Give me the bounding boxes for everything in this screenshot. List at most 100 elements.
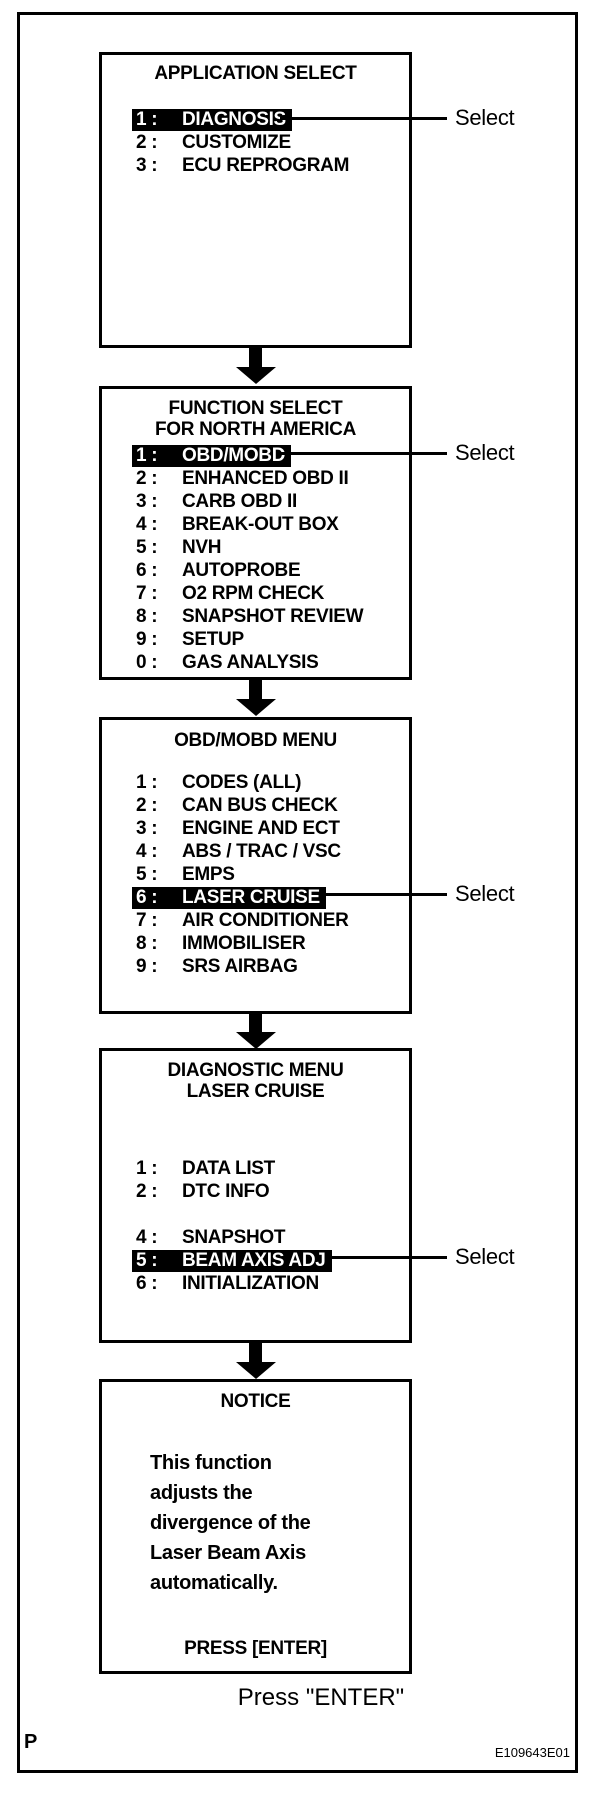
callout-leader-line: [330, 1255, 447, 1259]
selected-menu-item: 5 :BEAM AXIS ADJ: [132, 1249, 332, 1272]
screen-title-line: OBD/MOBD MENU: [174, 730, 337, 751]
screen-title-line: APPLICATION SELECT: [154, 63, 357, 84]
menu-item-autoprobe: 6 :AUTOPROBE: [136, 559, 301, 581]
screen-title: NOTICE: [102, 1391, 409, 1412]
menu-item-label: ABS / TRAC / VSC: [182, 840, 341, 862]
menu-item-ecu-reprogram: 3 :ECU REPROGRAM: [136, 154, 350, 176]
screen-title: APPLICATION SELECT: [102, 63, 409, 84]
selected-menu-item: 1 :OBD/MOBD: [132, 444, 292, 467]
menu-item-label: CUSTOMIZE: [182, 131, 291, 153]
screen-notice: NOTICE This function adjusts the diverge…: [99, 1379, 412, 1674]
menu-item-label: EMPS: [182, 863, 235, 885]
menu-item-label: NVH: [182, 536, 222, 558]
menu-item-codes-all: 1 :CODES (ALL): [136, 771, 302, 793]
menu-list: 1 :DIAGNOSIS 2 :CUSTOMIZE 3 :ECU REPROGR…: [102, 108, 409, 177]
menu-item-immobiliser: 8 :IMMOBILISER: [136, 932, 306, 954]
callout-select-label: Select: [455, 105, 515, 130]
down-arrow-icon: [235, 1342, 276, 1379]
menu-item-break-out-box: 4 :BREAK-OUT BOX: [136, 513, 339, 535]
screen-title-line: FOR NORTH AMERICA: [154, 419, 357, 440]
menu-item-label: DIAGNOSIS: [182, 108, 286, 130]
menu-item-obd-mobd: 1 :OBD/MOBD: [132, 444, 409, 467]
menu-item-carb-obd-ii: 3 :CARB OBD II: [136, 490, 297, 512]
notice-body-line: divergence of the: [150, 1512, 311, 1534]
screen-diagnostic-menu-laser-cruise: DIAGNOSTIC MENU LASER CRUISE 1 :DATA LIS…: [99, 1048, 412, 1343]
menu-item-label: SETUP: [182, 628, 244, 650]
menu-item-label: CAN BUS CHECK: [182, 794, 338, 816]
page-marker: P: [24, 1731, 38, 1753]
menu-item-label: SNAPSHOT: [182, 1226, 286, 1248]
menu-item-label: LASER CRUISE: [182, 886, 320, 908]
menu-item-diagnosis: 1 :DIAGNOSIS: [132, 108, 409, 131]
selected-menu-item: 1 :DIAGNOSIS: [132, 108, 292, 131]
notice-body-line: This function: [150, 1452, 272, 1474]
callout-select-beam-axis-adj: Select: [330, 1244, 515, 1269]
menu-item-engine-and-ect: 3 :ENGINE AND ECT: [136, 817, 340, 839]
menu-item-dtc-info: 2 :DTC INFO: [136, 1180, 270, 1202]
menu-item-initialization: 6 :INITIALIZATION: [136, 1272, 319, 1294]
screen-application-select: APPLICATION SELECT 1 :DIAGNOSIS 2 :CUSTO…: [99, 52, 412, 348]
callout-select-label: Select: [455, 881, 515, 906]
menu-item-label: ENGINE AND ECT: [182, 817, 340, 839]
menu-item-setup: 9 :SETUP: [136, 628, 244, 650]
menu-item-o2-rpm-check: 7 :O2 RPM CHECK: [136, 582, 325, 604]
press-enter-instruction: PRESS [ENTER]: [184, 1638, 327, 1659]
menu-item-label: BREAK-OUT BOX: [182, 513, 339, 535]
notice-body-line: Laser Beam Axis: [150, 1542, 306, 1564]
callout-select-diagnosis: Select: [280, 105, 515, 130]
selected-menu-item: 6 :LASER CRUISE: [132, 886, 326, 909]
menu-item-label: SNAPSHOT REVIEW: [182, 605, 364, 627]
press-enter-caption: Press "ENTER": [237, 1684, 405, 1711]
notice-body-line: adjusts the: [150, 1482, 253, 1504]
menu-item-label: IMMOBILISER: [182, 932, 306, 954]
menu-item-gas-analysis: 0 :GAS ANALYSIS: [136, 651, 319, 673]
down-arrow-icon: [235, 1012, 276, 1049]
screen-title: OBD/MOBD MENU: [102, 730, 409, 751]
menu-item-label: CARB OBD II: [182, 490, 297, 512]
callout-select-label: Select: [455, 1244, 515, 1269]
menu-item-snapshot-review: 8 :SNAPSHOT REVIEW: [136, 605, 364, 627]
screen-title-line: FUNCTION SELECT: [168, 398, 343, 419]
menu-item-spacer: [132, 1203, 409, 1226]
callout-leader-line: [325, 892, 447, 896]
menu-item-data-list: 1 :DATA LIST: [136, 1157, 275, 1179]
menu-item-label: DTC INFO: [182, 1180, 270, 1202]
menu-item-label: O2 RPM CHECK: [182, 582, 325, 604]
notice-body-line: automatically.: [150, 1572, 278, 1594]
down-arrow-icon: [235, 679, 276, 716]
menu-item-laser-cruise: 6 :LASER CRUISE: [132, 886, 409, 909]
figure-id: E109643E01: [494, 1745, 570, 1760]
menu-item-label: DATA LIST: [182, 1157, 275, 1179]
callout-leader-line: [280, 451, 447, 455]
menu-item-label: AIR CONDITIONER: [182, 909, 349, 931]
screen-title-line: DIAGNOSTIC MENU: [167, 1060, 344, 1081]
menu-item-abs-trac-vsc: 4 :ABS / TRAC / VSC: [136, 840, 341, 862]
menu-item-beam-axis-adj: 5 :BEAM AXIS ADJ: [132, 1249, 409, 1272]
menu-item-label: AUTOPROBE: [182, 559, 301, 581]
screen-function-select: FUNCTION SELECT FOR NORTH AMERICA 1 :OBD…: [99, 386, 412, 680]
menu-item-can-bus-check: 2 :CAN BUS CHECK: [136, 794, 338, 816]
menu-item-customize: 2 :CUSTOMIZE: [136, 131, 291, 153]
screen-obd-mobd-menu: OBD/MOBD MENU 1 :CODES (ALL) 2 :CAN BUS …: [99, 717, 412, 1014]
screen-title: DIAGNOSTIC MENU LASER CRUISE: [102, 1060, 409, 1102]
screen-title-line: NOTICE: [220, 1391, 291, 1412]
menu-item-label: INITIALIZATION: [182, 1272, 319, 1294]
menu-item-label: BEAM AXIS ADJ: [182, 1249, 326, 1271]
callout-select-obd-mobd: Select: [280, 440, 515, 465]
menu-item-nvh: 5 :NVH: [136, 536, 222, 558]
menu-item-emps: 5 :EMPS: [136, 863, 235, 885]
menu-list: 1 :DATA LIST 2 :DTC INFO 4 :SNAPSHOT 5 :…: [102, 1157, 409, 1295]
menu-item-enhanced-obd-ii: 2 :ENHANCED OBD II: [136, 467, 349, 489]
menu-item-label: ENHANCED OBD II: [182, 467, 349, 489]
menu-item-srs-airbag: 9 :SRS AIRBAG: [136, 955, 298, 977]
menu-item-label: GAS ANALYSIS: [182, 651, 319, 673]
figure-border: [17, 12, 578, 1773]
menu-item-label: CODES (ALL): [182, 771, 302, 793]
callout-leader-line: [280, 116, 447, 120]
screen-title-line: LASER CRUISE: [186, 1081, 325, 1102]
callout-select-label: Select: [455, 440, 515, 465]
menu-item-label: OBD/MOBD: [182, 444, 286, 466]
screen-title: FUNCTION SELECT FOR NORTH AMERICA: [102, 398, 409, 440]
menu-list: 1 :CODES (ALL) 2 :CAN BUS CHECK 3 :ENGIN…: [102, 771, 409, 978]
